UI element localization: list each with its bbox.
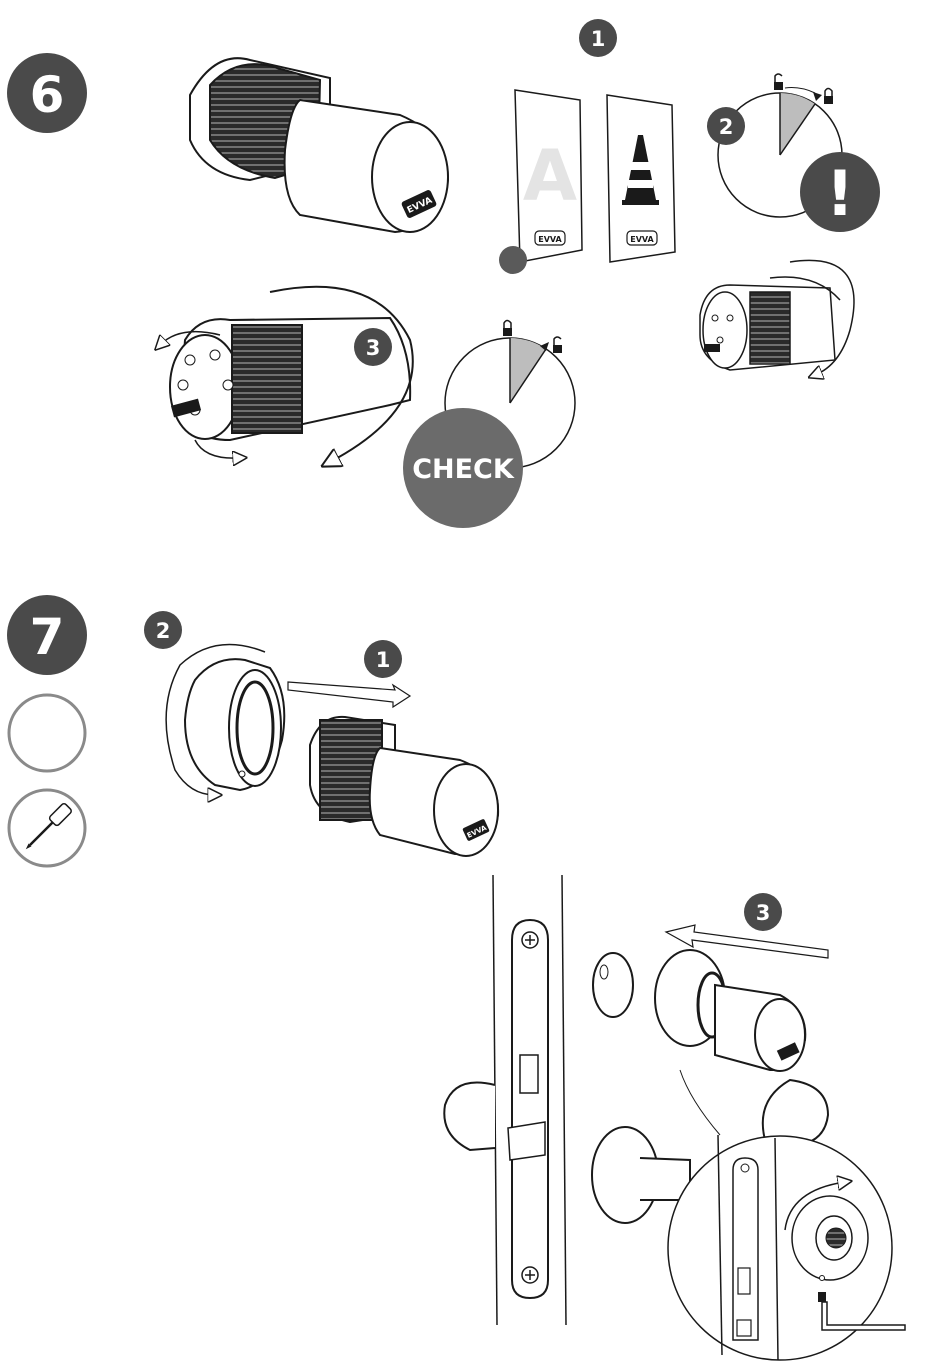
svg-text:EVVA: EVVA [630,235,654,244]
step-7-number: 7 [30,608,65,666]
lock-open-icon [553,337,562,353]
badge-slide: 1 [364,640,402,678]
badge-ring: 2 [144,611,182,649]
card-cone: EVVA [607,95,675,262]
badge-mount: 3 [744,893,782,931]
badge-cards: 1 [579,19,617,57]
svg-text:!: ! [826,157,854,230]
svg-text:1: 1 [376,648,391,672]
card-a: A EVVA [499,90,582,274]
card-a-letter: A [523,135,577,217]
tool-placeholder-circle [9,695,85,771]
svg-text:3: 3 [366,336,381,360]
warning-icon: ! [800,152,880,232]
svg-text:2: 2 [719,115,734,139]
svg-text:3: 3 [756,901,771,925]
cylinder-step7: EVVA [310,717,498,856]
cylinder-illustration: EVVA [190,58,448,232]
cover-ring [166,644,284,795]
svg-text:CHECK: CHECK [412,454,515,485]
cylinder-rotate-large: 3 [160,287,413,462]
badge-timer: 2 [707,107,745,145]
timer-dial-closed: CHECK [403,321,575,529]
cylinder-mount [655,950,805,1071]
door-edge [493,875,566,1325]
cylinder-rotate-small [700,260,854,375]
step-6-number: 6 [30,66,65,124]
escutcheon-small [593,953,633,1017]
lock-closed-icon [503,321,512,337]
slide-arrow-icon [288,682,410,707]
screwdriver-icon [9,790,85,866]
svg-text:2: 2 [156,619,171,643]
svg-text:1: 1 [591,27,606,51]
step-6-marker: 6 [7,53,87,133]
timer-dial-open: 2 ! [707,74,880,232]
lock-closed-icon [824,89,833,105]
step-7-marker: 7 [7,595,87,675]
badge-rotate: 3 [354,328,392,366]
lock-open-icon [774,74,783,90]
check-badge: CHECK [403,408,523,528]
svg-text:EVVA: EVVA [538,235,562,244]
door-handle-left [444,1083,495,1151]
